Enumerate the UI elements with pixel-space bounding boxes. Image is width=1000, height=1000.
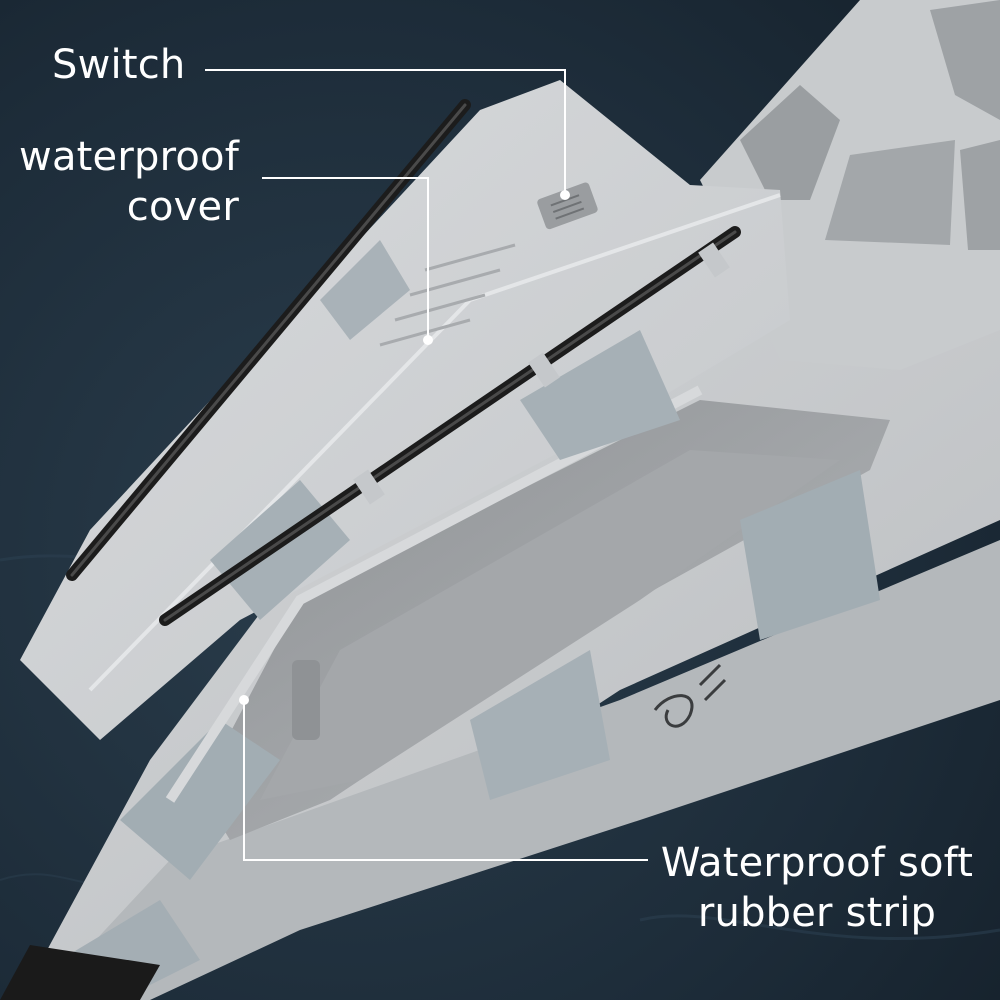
cover-callout-line [262, 177, 429, 340]
strip-callout-dot [239, 695, 249, 705]
water-ripple [639, 914, 1000, 941]
cabin-window [740, 85, 840, 200]
bow-tip [0, 945, 160, 1000]
waterproof-cover-label: waterproof cover [14, 132, 239, 232]
cabin-window [960, 140, 1000, 250]
cabin-window [825, 140, 955, 245]
left-rail [70, 103, 467, 577]
waterproof-cover [20, 80, 790, 740]
strip-label-line2: rubber strip [697, 890, 937, 936]
rail-mount [353, 469, 385, 505]
cover-vents [379, 243, 516, 347]
camo-patch [120, 720, 280, 880]
rubber-strip-label: Waterproof soft rubber strip [652, 838, 982, 938]
switch-label-line1: Switch [52, 42, 186, 88]
cavity-floor [260, 450, 840, 800]
switch-callout-dot [560, 190, 570, 200]
right-rail [163, 230, 737, 622]
camo-patch [740, 470, 880, 640]
rail-mount [698, 242, 730, 278]
strip-callout-line [243, 700, 648, 861]
cover-label-line1: waterproof [19, 134, 239, 180]
cabin-window [930, 0, 1000, 120]
switch-label: Switch [52, 40, 185, 90]
brand-logo [653, 663, 727, 728]
strip-label-line1: Waterproof soft [660, 840, 974, 886]
switch-grip [550, 194, 585, 220]
camo-patch [470, 650, 610, 800]
camo-patch [520, 330, 680, 460]
cavity-post [292, 660, 320, 740]
cover-label-line2: cover [126, 184, 239, 230]
callout-lines [205, 69, 648, 861]
rubber-strip [165, 385, 703, 803]
rail-mount [528, 352, 560, 388]
cover-callout-dot [423, 335, 433, 345]
switch-callout-line [205, 69, 566, 195]
camo-patch [320, 240, 410, 340]
